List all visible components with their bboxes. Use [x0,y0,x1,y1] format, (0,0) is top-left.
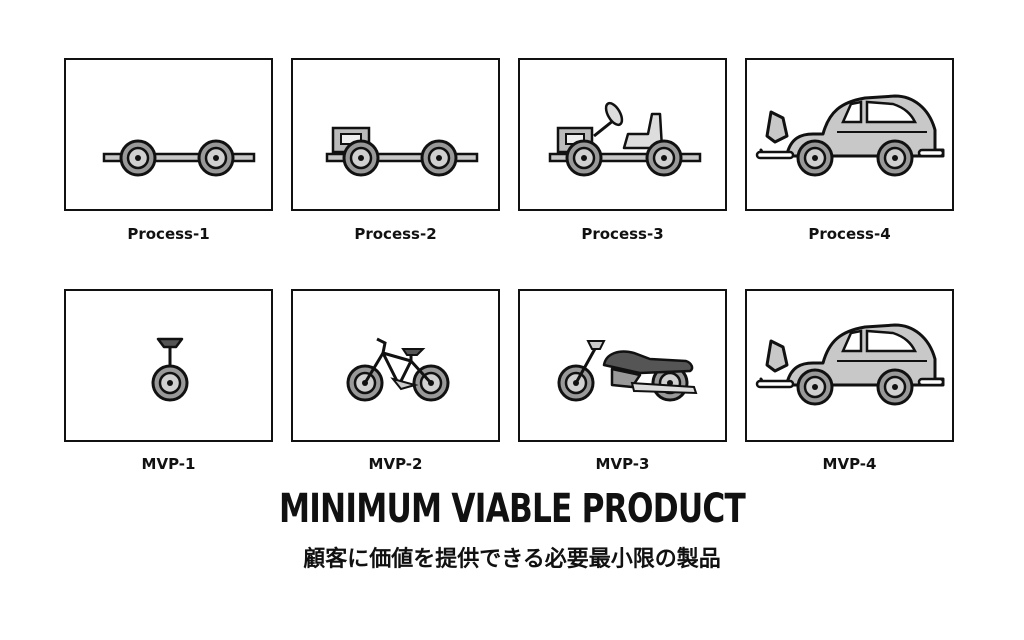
panel-mvp-3 [518,289,727,442]
panel-process-1 [64,58,273,211]
unicycle-icon [151,337,189,402]
subtitle: 顧客に価値を提供できる必要最小限の製品 [303,547,721,572]
motorcycle-icon [557,340,698,402]
chassis-icon [102,139,256,177]
label-mvp-1: MVP-1 [141,455,196,473]
panel-mvp-1 [64,289,273,442]
label-mvp-3: MVP-3 [595,455,650,473]
label-process-1: Process-1 [127,225,210,243]
car-icon [747,60,952,209]
label-mvp-2: MVP-2 [368,455,423,473]
label-mvp-4: MVP-4 [822,455,877,473]
label-process-3: Process-3 [581,225,664,243]
panel-mvp-2 [291,289,500,442]
label-process-4: Process-4 [808,225,891,243]
go-kart-icon [548,101,702,177]
label-process-2: Process-2 [354,225,437,243]
chassis-engine-icon [325,126,479,177]
panel-process-2 [291,58,500,211]
panel-process-4 [745,58,954,211]
main-title: MINIMUM VIABLE PRODUCT [278,486,746,532]
panel-mvp-4 [745,289,954,442]
car-icon [747,291,952,440]
panel-process-3 [518,58,727,211]
bicycle-icon [346,337,450,402]
